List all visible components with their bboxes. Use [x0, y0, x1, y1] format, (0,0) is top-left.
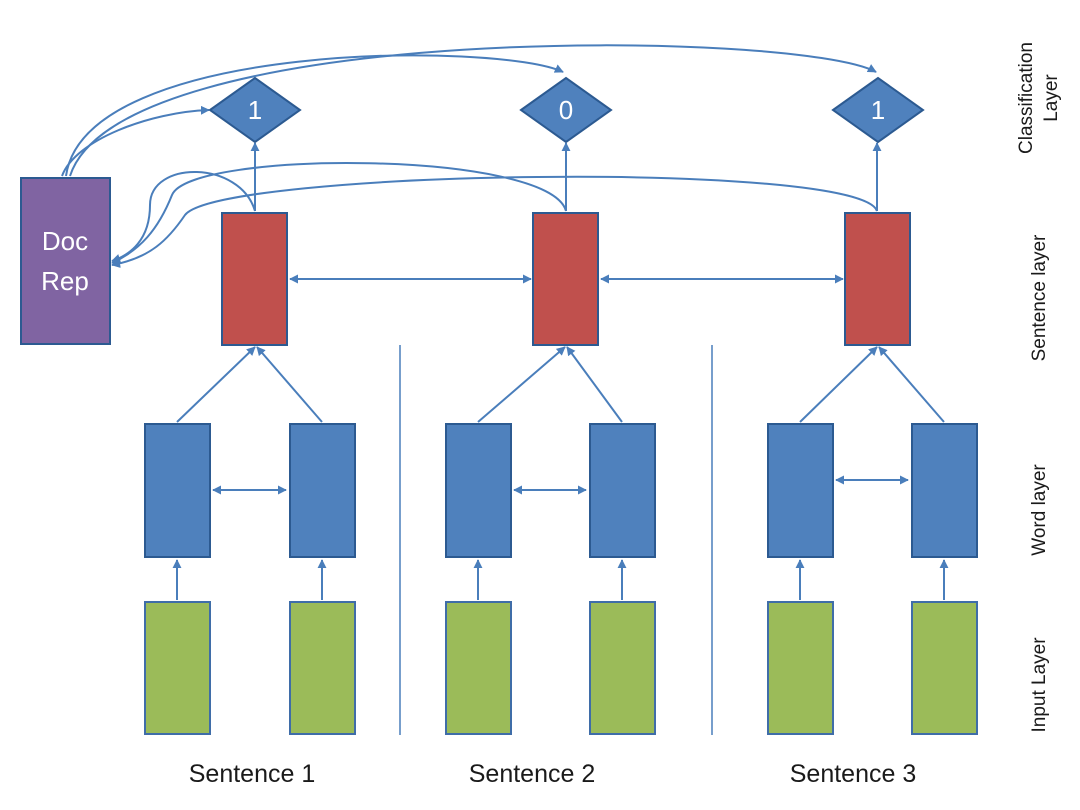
arrow-sentence2-doc	[111, 162, 567, 264]
word-node	[144, 423, 211, 558]
input-node	[767, 601, 834, 735]
classification-node	[519, 76, 613, 144]
arrow-sentence1-doc	[111, 171, 256, 263]
input-layer	[144, 601, 978, 735]
layer-labels: Classification Layer Sentence layer Word…	[1016, 42, 1062, 733]
arrow-word-sentence	[566, 346, 623, 423]
classification-layer: 1 0 1	[208, 76, 925, 144]
layer-label-sentence: Sentence layer	[1029, 234, 1050, 361]
arrow-word-sentence	[878, 346, 945, 423]
input-node	[911, 601, 978, 735]
input-node	[589, 601, 656, 735]
input-node	[445, 601, 512, 735]
doc-rep-line1: Doc	[42, 226, 88, 256]
arrows	[61, 44, 949, 600]
classification-node	[208, 76, 302, 144]
word-node	[767, 423, 834, 558]
sentence-label: Sentence 2	[469, 760, 596, 788]
sentence-label: Sentence 1	[189, 760, 316, 788]
layer-label-input: Input Layer	[1029, 637, 1050, 733]
input-node	[144, 601, 211, 735]
arrow-doc-class1	[61, 105, 210, 177]
layer-label-classification-line2: Layer	[1041, 74, 1062, 122]
sentence-node	[532, 212, 599, 346]
layer-label-word: Word layer	[1029, 464, 1050, 556]
sentence-node	[221, 212, 288, 346]
input-node	[289, 601, 356, 735]
doc-rep-line2: Rep	[41, 266, 89, 296]
sentence-node	[844, 212, 911, 346]
word-node	[445, 423, 512, 558]
layer-label-classification-line1: Classification	[1016, 42, 1037, 154]
doc-rep-node: Doc Rep	[20, 177, 111, 345]
word-node	[589, 423, 656, 558]
arrow-word-sentence	[477, 346, 566, 423]
classification-value: 0	[559, 95, 573, 125]
arrow-sentence3-doc	[111, 175, 878, 268]
classification-value: 1	[248, 95, 262, 125]
classification-value: 1	[871, 95, 885, 125]
arrow-doc-class3	[69, 44, 877, 177]
sentence-label: Sentence 3	[790, 760, 917, 788]
arrow-word-sentence	[176, 346, 256, 423]
arrow-word-sentence	[799, 346, 878, 423]
sentence-layer	[221, 212, 911, 346]
word-layer	[144, 423, 978, 558]
arrow-word-sentence	[256, 346, 323, 423]
word-node	[289, 423, 356, 558]
arrow-doc-class2	[65, 54, 564, 177]
word-node	[911, 423, 978, 558]
classification-node	[831, 76, 925, 144]
